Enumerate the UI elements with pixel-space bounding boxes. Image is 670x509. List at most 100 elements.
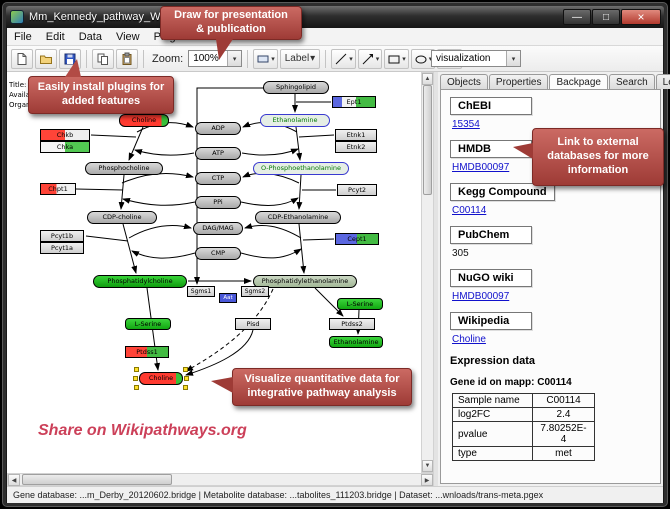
pathway-node-phosphatidylethanolamine[interactable]: Phosphatidylethanolamine (253, 275, 357, 288)
table-cell: 2.4 (532, 407, 595, 422)
arrow-tool-icon (362, 53, 373, 64)
menu-file[interactable]: File (14, 30, 32, 43)
pathway-node-ethanolamine-2[interactable]: Ethanolamine (329, 336, 383, 348)
scroll-down-icon[interactable]: ▼ (422, 460, 433, 472)
rect-tool-button[interactable]: ▾ (384, 48, 409, 69)
caret-down-icon: ▾ (402, 55, 406, 63)
menu-edit[interactable]: Edit (45, 30, 65, 43)
horizontal-scroll-thumb[interactable] (22, 474, 172, 485)
pathway-node-choline-2[interactable]: Choline (139, 372, 183, 385)
pathway-node-l-serine-left[interactable]: L-Serine (125, 318, 171, 330)
pathway-node-cept1[interactable]: Cept1 (335, 233, 379, 245)
visualization-combobox[interactable]: visualization ▾ (431, 50, 521, 67)
table-cell: C00114 (532, 393, 595, 408)
pathway-node-phosphocholine[interactable]: Phosphocholine (85, 162, 163, 175)
pathway-node-pisd[interactable]: Pisd (235, 318, 271, 330)
line-tool-button[interactable]: ▾ (331, 48, 356, 69)
pathway-node-adp[interactable]: ADP (195, 122, 241, 135)
arrow-tool-button[interactable]: ▾ (357, 48, 383, 69)
open-file-button[interactable] (35, 48, 57, 69)
client-area: File Edit Data View Plugins Help (6, 28, 670, 503)
label-tool-button[interactable]: Label ▾ (279, 48, 321, 69)
menu-view[interactable]: View (115, 30, 140, 43)
pathway-node-etnk1[interactable]: Etnk1 (335, 129, 377, 141)
tab-properties[interactable]: Properties (488, 74, 549, 89)
tab-backpage[interactable]: Backpage (549, 74, 608, 89)
selection-handle[interactable] (134, 367, 139, 372)
pathway-node-ept1[interactable]: Ept1 (332, 96, 376, 108)
database-link[interactable]: HMDB00097 (452, 291, 510, 302)
database-link[interactable]: Choline (452, 334, 486, 345)
titlebar[interactable]: Mm_Kennedy_pathway_WP1771_45176.gpml — □… (6, 6, 664, 28)
oval-tool-icon (415, 55, 427, 63)
rect-tool-icon (388, 55, 400, 63)
datanode-tool-button[interactable]: ▾ (253, 48, 278, 69)
pathway-node-o-phosphoethanolamine[interactable]: O-Phosphoethanolamine (253, 162, 349, 175)
toolbar-separator (86, 49, 87, 68)
vertical-scrollbar[interactable]: ▲ ▼ (421, 72, 434, 473)
tab-search[interactable]: Search (608, 74, 655, 89)
table-row: log2FC 2.4 (452, 407, 595, 422)
scroll-up-icon[interactable]: ▲ (422, 73, 433, 85)
database-header: NuGO wiki (450, 269, 532, 287)
canvas-label-organism: Organi (9, 101, 33, 109)
paste-button[interactable] (116, 48, 138, 69)
pathway-node-sgms1[interactable]: Sgms1 (187, 286, 215, 297)
pathway-node-sphingolipid[interactable]: Sphingolipid (263, 81, 329, 94)
pathway-node-chpt1[interactable]: Chpt1 (40, 183, 76, 195)
selection-handle[interactable] (183, 385, 188, 390)
scroll-right-icon[interactable]: ▶ (421, 474, 433, 486)
toolbar-separator (143, 49, 144, 68)
new-file-button[interactable] (11, 48, 33, 69)
pathway-node-aat[interactable]: Aat (219, 293, 237, 303)
pathway-node-choline[interactable]: Choline (119, 114, 169, 127)
pathway-node-atp[interactable]: ATP (195, 147, 241, 160)
pathway-node-ppi[interactable]: PPi (195, 196, 241, 209)
pathway-node-chka[interactable]: Chka (40, 141, 90, 153)
database-link[interactable]: HMDB00097 (452, 162, 510, 173)
database-link[interactable]: C00114 (452, 205, 487, 216)
canvas-label-availability: Availa (9, 91, 30, 99)
caret-down-icon: ▾ (271, 55, 275, 63)
horizontal-scrollbar[interactable]: ◀ ▶ (7, 473, 434, 486)
pathway-node-cdp-ethanolamine[interactable]: CDP-Ethanolamine (255, 211, 341, 224)
selection-handle[interactable] (134, 385, 139, 390)
pathway-node-pcyt1b[interactable]: Pcyt1b (40, 230, 84, 242)
pathway-node-phosphatidylcholine[interactable]: Phosphatidylcholine (93, 275, 187, 288)
vertical-scroll-thumb[interactable] (423, 85, 432, 195)
pathway-node-l-serine-right[interactable]: L-Serine (337, 298, 383, 310)
pathway-node-ptdss2[interactable]: Ptdss2 (329, 318, 375, 330)
pathway-node-ethanolamine[interactable]: Ethanolamine (260, 114, 330, 127)
pathway-node-dag-mag[interactable]: DAG/MAG (193, 222, 243, 235)
selection-handle[interactable] (183, 367, 188, 372)
database-link[interactable]: 15354 (452, 119, 480, 130)
selection-handle[interactable] (133, 376, 138, 381)
visualization-value: visualization (436, 53, 491, 64)
caret-down-icon[interactable]: ▾ (506, 51, 520, 66)
selection-handle[interactable] (184, 376, 189, 381)
backpage-section-nugo: NuGO wiki HMDB00097 (450, 269, 651, 302)
expression-data-title: Expression data (450, 355, 535, 367)
pathway-node-ctp[interactable]: CTP (195, 172, 241, 185)
panel-splitter[interactable] (434, 72, 438, 486)
caret-down-icon: ▾ (349, 55, 353, 63)
scroll-left-icon[interactable]: ◀ (8, 474, 20, 486)
close-button[interactable]: × (621, 9, 661, 25)
minimize-button[interactable]: — (563, 9, 591, 25)
pathway-node-cmp[interactable]: CMP (195, 247, 241, 260)
pathway-node-chkb[interactable]: Chkb (40, 129, 90, 141)
maximize-button[interactable]: □ (592, 9, 620, 25)
pathway-node-pcyt1a[interactable]: Pcyt1a (40, 242, 84, 254)
pathway-node-cdp-choline[interactable]: CDP-choline (87, 211, 157, 224)
pathway-node-sgms2[interactable]: Sgms2 (241, 286, 269, 297)
pathway-node-pcyt2[interactable]: Pcyt2 (337, 184, 377, 196)
pathway-node-etnk2[interactable]: Etnk2 (335, 141, 377, 153)
table-cell: met (532, 446, 595, 461)
copy-button[interactable] (92, 48, 114, 69)
tab-objects[interactable]: Objects (440, 74, 488, 89)
pathway-node-ptdss1[interactable]: Ptdss1 (125, 346, 169, 358)
menu-data[interactable]: Data (78, 30, 102, 43)
tab-legend[interactable]: Legend (655, 74, 670, 89)
